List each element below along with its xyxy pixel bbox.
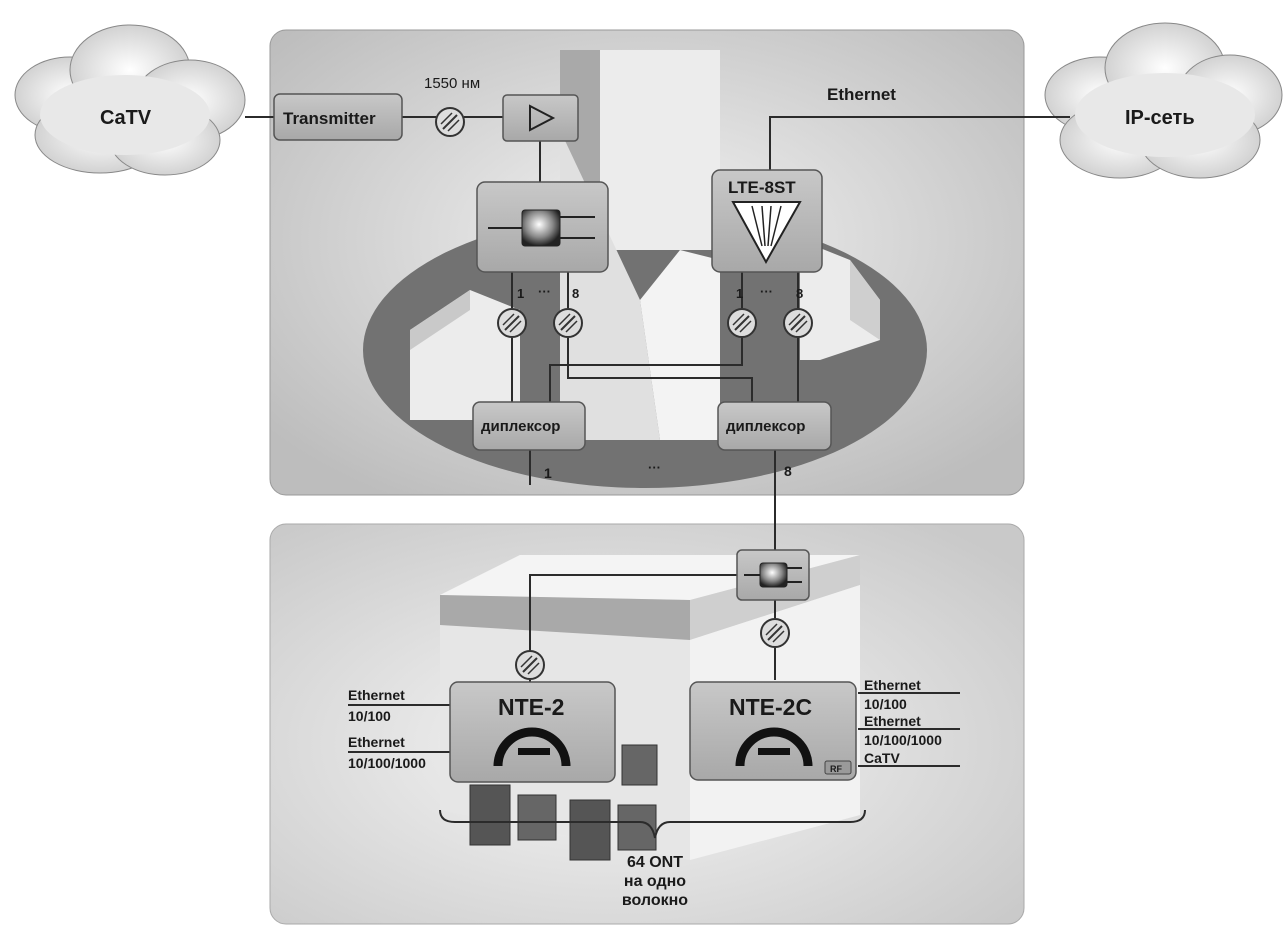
output-first: 1	[544, 465, 552, 481]
cloud-ip: IP-сеть	[1044, 22, 1283, 179]
ont-nte2c-port2-speed: 10/100/1000	[864, 732, 942, 748]
transmitter-box: Transmitter	[273, 93, 403, 141]
olt-port-last: 8	[796, 286, 803, 301]
amplifier-icon	[529, 104, 556, 132]
splitter-port-last: 8	[572, 286, 579, 301]
ethernet-uplink-label: Ethernet	[827, 85, 896, 104]
cloud-ip-label: IP-сеть	[1125, 107, 1195, 129]
splitter-port-dots: ···	[538, 284, 551, 299]
optical-splitter-box: 1 ··· 8	[476, 181, 609, 301]
fiber-connector-icon	[497, 308, 527, 338]
diplexer-right: диплексор	[717, 401, 832, 451]
diplexer-right-label: диплексор	[726, 418, 805, 435]
fiber-connector-icon	[553, 308, 583, 338]
ont-gauge-icon	[493, 727, 571, 767]
diplexer-left: диплексор	[472, 401, 586, 451]
ont-nte2-port2-type: Ethernet	[348, 734, 405, 750]
rf-badge	[824, 760, 852, 775]
splitter-icon	[759, 562, 788, 588]
ont-nte2c-port2-type: Ethernet	[864, 713, 921, 729]
cloud-catv-label: CaTV	[100, 107, 152, 129]
splitter-icon	[521, 209, 561, 247]
ont-count-line1: 64 ONT	[627, 854, 683, 871]
ont-nte2-name: NTE-2	[498, 694, 564, 720]
olt-port-dots: ···	[760, 284, 773, 299]
diplexer-left-label: диплексор	[481, 418, 560, 435]
ont-nte2-port1-speed: 10/100	[348, 708, 391, 724]
fiber-connector-icon	[760, 618, 790, 648]
output-dots: ···	[648, 460, 661, 475]
transmitter-label: Transmitter	[283, 109, 376, 128]
splitter-port-first: 1	[517, 286, 524, 301]
ont-nte2c-port1-speed: 10/100	[864, 696, 907, 712]
ont-count-line2: на одно	[624, 873, 686, 890]
ont-nte2-box: NTE-2	[449, 681, 616, 783]
fiber-connector-icon	[435, 107, 465, 137]
cloud-catv: CaTV	[14, 24, 246, 176]
connection-lines	[245, 116, 1070, 839]
amplifier-box	[502, 94, 579, 142]
optical-splitter-bottom	[736, 549, 810, 601]
wavelength-label: 1550 нм	[424, 75, 480, 92]
ont-nte2c-port1-type: Ethernet	[864, 677, 921, 693]
olt-name: LTE-8ST	[728, 178, 796, 197]
fiber-connector-icon	[515, 650, 545, 680]
output-last: 8	[784, 463, 792, 479]
fiber-connectors	[435, 107, 813, 680]
rf-badge-label: RF	[830, 764, 842, 774]
ont-nte2c-box: NTE-2C RF	[689, 681, 857, 781]
fiber-connector-icon	[783, 308, 813, 338]
ont-nte2-port2-speed: 10/100/1000	[348, 755, 426, 771]
ont-nte2c-port3: CaTV	[864, 750, 900, 766]
ont-gauge-icon	[735, 727, 813, 767]
olt-box: LTE-8ST 1 ··· 8	[711, 169, 823, 301]
olt-icon	[731, 201, 802, 265]
ont-count-line3: волокно	[622, 892, 688, 909]
ont-nte2c-name: NTE-2C	[729, 694, 812, 720]
olt-port-first: 1	[736, 286, 743, 301]
ont-nte2-port1-type: Ethernet	[348, 687, 405, 703]
fiber-connector-icon	[727, 308, 757, 338]
